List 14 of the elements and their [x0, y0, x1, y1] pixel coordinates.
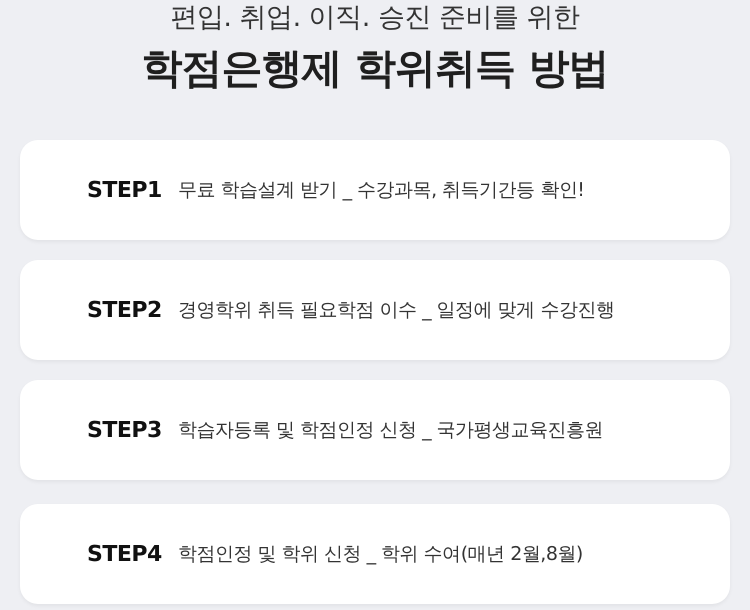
step-card	[20, 504, 730, 604]
step-description: 학습자등록 및 학점인정 신청 _ 국가평생교육진흥원	[178, 418, 604, 443]
title: 학점은행제 학위취득 방법	[142, 43, 608, 94]
subtitle: 편입. 취업. 이직. 승진 준비를 위한	[170, 2, 580, 34]
step-label: STEP1	[87, 176, 163, 204]
step-description: 경영학위 취득 필요학점 이수 _ 일정에 맞게 수강진행	[178, 298, 614, 323]
step-label: STEP4	[87, 540, 163, 568]
step-card	[20, 260, 730, 360]
step-label: STEP3	[87, 416, 163, 444]
step-description: 학점인정 및 학위 신청 _ 학위 수여(매년 2월,8월)	[178, 542, 583, 567]
step-card	[20, 380, 730, 480]
step-description: 무료 학습설계 받기 _ 수강과목, 취득기간등 확인!	[178, 178, 584, 203]
step-label: STEP2	[87, 296, 163, 324]
step-card	[20, 140, 730, 240]
